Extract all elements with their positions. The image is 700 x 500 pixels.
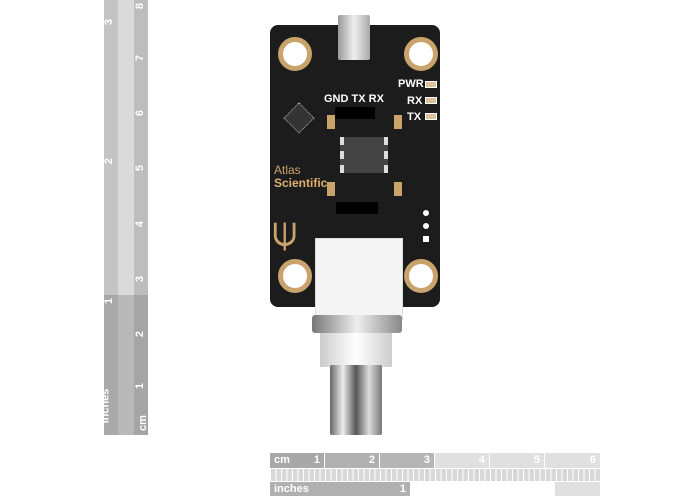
cm-label: 6 bbox=[134, 109, 147, 117]
via bbox=[423, 223, 429, 229]
mounting-hole bbox=[404, 37, 438, 71]
bnc-barrel bbox=[330, 365, 382, 435]
cm-label: 5 bbox=[134, 164, 147, 172]
pwr-label: PWR bbox=[398, 78, 424, 90]
cm-unit: cm bbox=[136, 415, 149, 431]
cm-label: 2 bbox=[134, 330, 147, 338]
via bbox=[423, 210, 429, 216]
pad bbox=[394, 115, 402, 129]
pad bbox=[394, 182, 402, 196]
cm-label: 3 bbox=[134, 275, 147, 283]
pin-header bbox=[335, 107, 375, 119]
cm-label: 6 bbox=[545, 453, 600, 468]
pad bbox=[327, 182, 335, 196]
cm-label: 5 bbox=[490, 453, 544, 468]
cm-label: 2 bbox=[325, 453, 379, 468]
vertical-ruler: 3 2 1 inches 8 7 6 5 4 3 2 1 cm bbox=[99, 0, 149, 435]
pwr-led bbox=[425, 81, 437, 88]
ruler-ticks bbox=[118, 0, 134, 435]
cm-column bbox=[134, 0, 148, 435]
pad bbox=[327, 115, 335, 129]
inch-label: 2 bbox=[103, 157, 116, 165]
bnc-sleeve bbox=[320, 333, 392, 367]
atlas-logo-icon: ⍦ bbox=[272, 208, 298, 255]
tx-label: TX bbox=[407, 111, 422, 123]
bnc-housing bbox=[315, 238, 403, 320]
inch-label: 3 bbox=[103, 18, 116, 26]
ruler-ticks bbox=[270, 469, 600, 481]
header-labels: GND TX RX bbox=[324, 93, 384, 105]
cm-label: 4 bbox=[134, 220, 147, 228]
mounting-hole bbox=[278, 37, 312, 71]
pin-header bbox=[336, 202, 378, 214]
mounting-hole bbox=[278, 259, 312, 293]
cm-label: 1 bbox=[134, 382, 147, 390]
usb-connector bbox=[338, 15, 370, 60]
chip bbox=[283, 102, 315, 134]
cm-label: 4 bbox=[435, 453, 489, 468]
cm-label: 7 bbox=[134, 54, 147, 62]
mounting-hole bbox=[404, 259, 438, 293]
rx-led bbox=[425, 97, 437, 104]
inches-column bbox=[104, 0, 118, 435]
inch-label: 1 bbox=[103, 297, 116, 305]
inches-unit: inches bbox=[99, 388, 112, 424]
via bbox=[423, 236, 429, 242]
isolator-chip bbox=[340, 137, 388, 173]
bnc-nut bbox=[312, 315, 402, 333]
brand-name: Scientific bbox=[274, 176, 328, 190]
cm-label: 3 bbox=[380, 453, 434, 468]
ruler-shade bbox=[104, 295, 148, 435]
cm-label: 8 bbox=[134, 2, 147, 10]
brand-name: Atlas bbox=[274, 163, 301, 177]
inches-row-end bbox=[555, 482, 600, 496]
tx-led bbox=[425, 113, 437, 120]
rx-label: RX bbox=[407, 95, 423, 107]
